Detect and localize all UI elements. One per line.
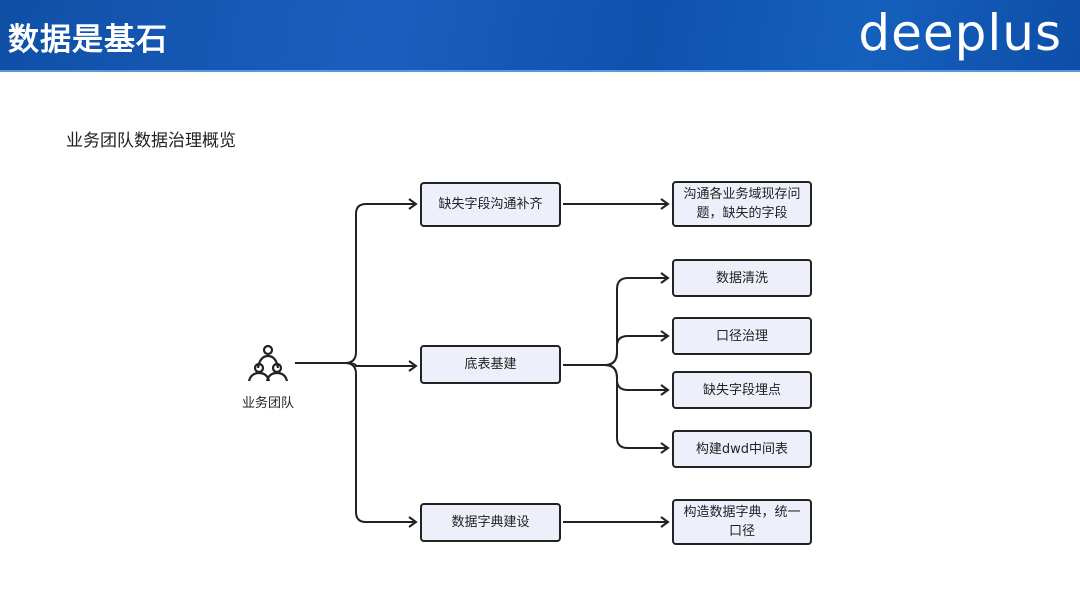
leaf-box: 数据清洗 bbox=[672, 259, 812, 297]
leaf-box: 口径治理 bbox=[672, 317, 812, 355]
connector-leaf-3 bbox=[604, 330, 670, 366]
connector-branch-2 bbox=[344, 360, 418, 372]
deeplus-logo: deeplus bbox=[858, 4, 1062, 62]
branch-box: 底表基建 bbox=[420, 345, 561, 384]
header-banner: 数据是基石 deeplus bbox=[0, 0, 1080, 72]
leaf-box: 构建dwd中间表 bbox=[672, 430, 812, 468]
slide-title: 数据是基石 bbox=[8, 22, 168, 58]
connector-branch-3 bbox=[344, 362, 418, 528]
subtitle: 业务团队数据治理概览 bbox=[66, 131, 236, 151]
root-label: 业务团队 bbox=[242, 396, 295, 411]
connector-leaf-5 bbox=[604, 364, 670, 454]
leaf-box: 沟通各业务域现存问题，缺失的字段 bbox=[672, 181, 812, 227]
connector-leaf-2 bbox=[563, 272, 670, 366]
connector-branch-1 bbox=[344, 198, 418, 364]
branch-box: 缺失字段沟通补齐 bbox=[420, 182, 561, 227]
leaf-box: 构造数据字典，统一口径 bbox=[672, 499, 812, 545]
branch-box: 数据字典建设 bbox=[420, 503, 561, 542]
leaf-box: 缺失字段埋点 bbox=[672, 371, 812, 409]
team-icon bbox=[247, 344, 289, 382]
